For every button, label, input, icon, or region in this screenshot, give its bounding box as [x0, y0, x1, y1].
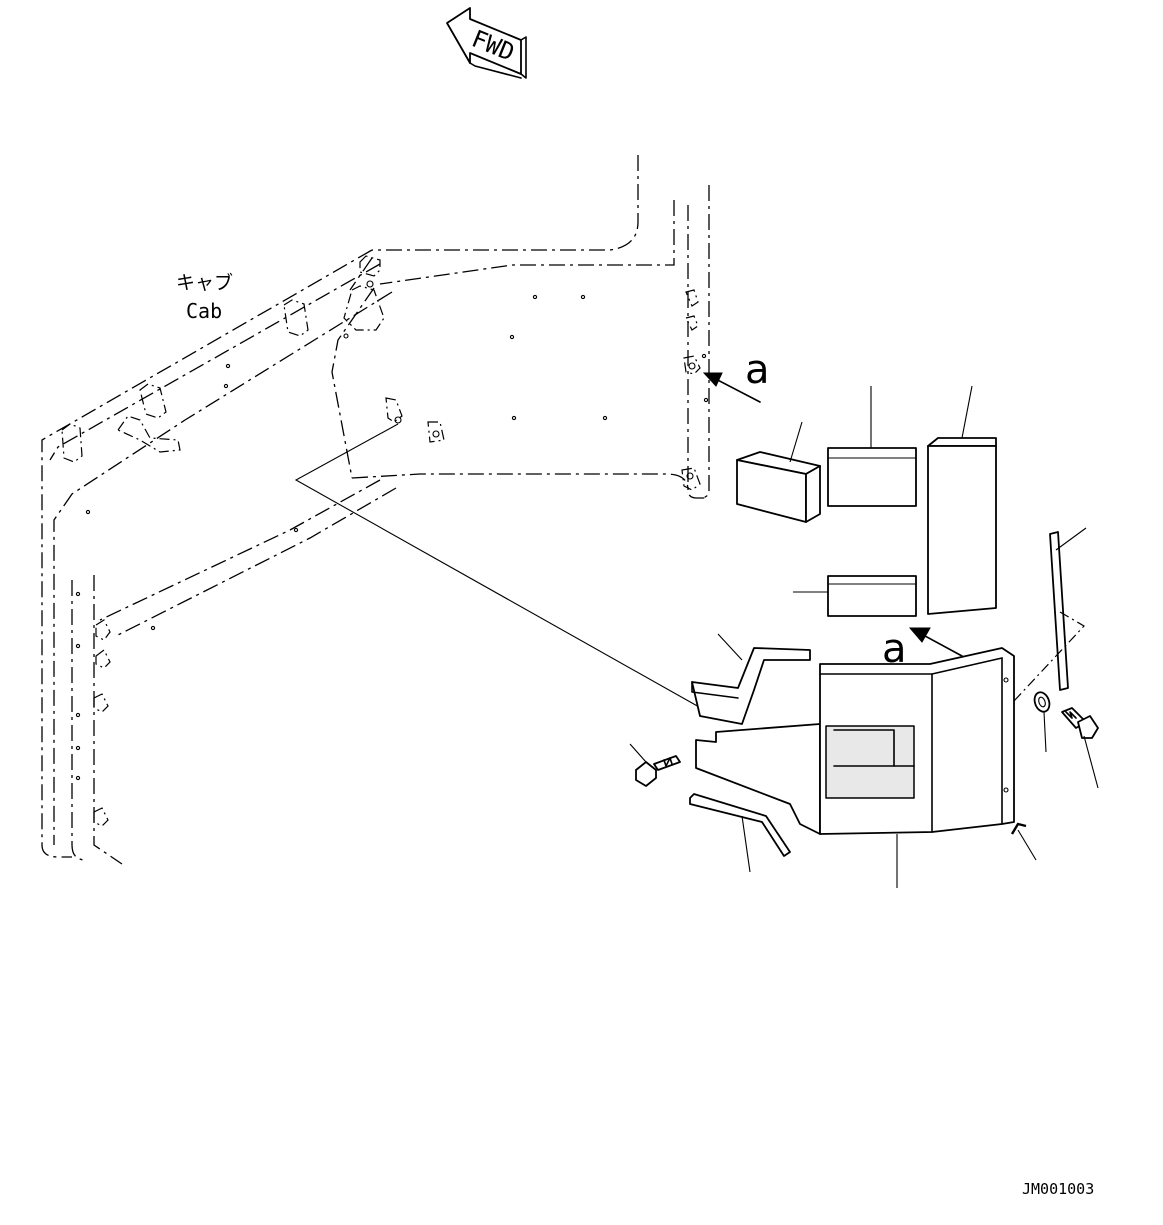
- clip: [1010, 822, 1037, 861]
- bolt-right: [1061, 707, 1099, 789]
- assembly-leader-line: [294, 423, 709, 713]
- cab-label-en: Cab: [186, 299, 222, 323]
- tall-pad: [927, 385, 997, 615]
- view-a-arrow-cab: a: [702, 347, 770, 403]
- view-a-label-top: a: [745, 347, 770, 393]
- small-pad: [736, 421, 821, 523]
- cab-label-jp: キャブ: [176, 271, 233, 294]
- weather-strip: [999, 527, 1087, 717]
- cab-frame: [41, 155, 710, 865]
- sheet-upper: [827, 386, 917, 507]
- cover-panel: [695, 647, 1015, 888]
- upper-bracket: [691, 633, 811, 725]
- bolt-left: [629, 743, 681, 787]
- drawing-id: JM001003: [1022, 1180, 1094, 1198]
- washer: [1033, 691, 1051, 753]
- lower-strip: [689, 793, 791, 873]
- sheet-lower: [793, 575, 917, 617]
- fwd-arrow: FWD: [446, 7, 527, 79]
